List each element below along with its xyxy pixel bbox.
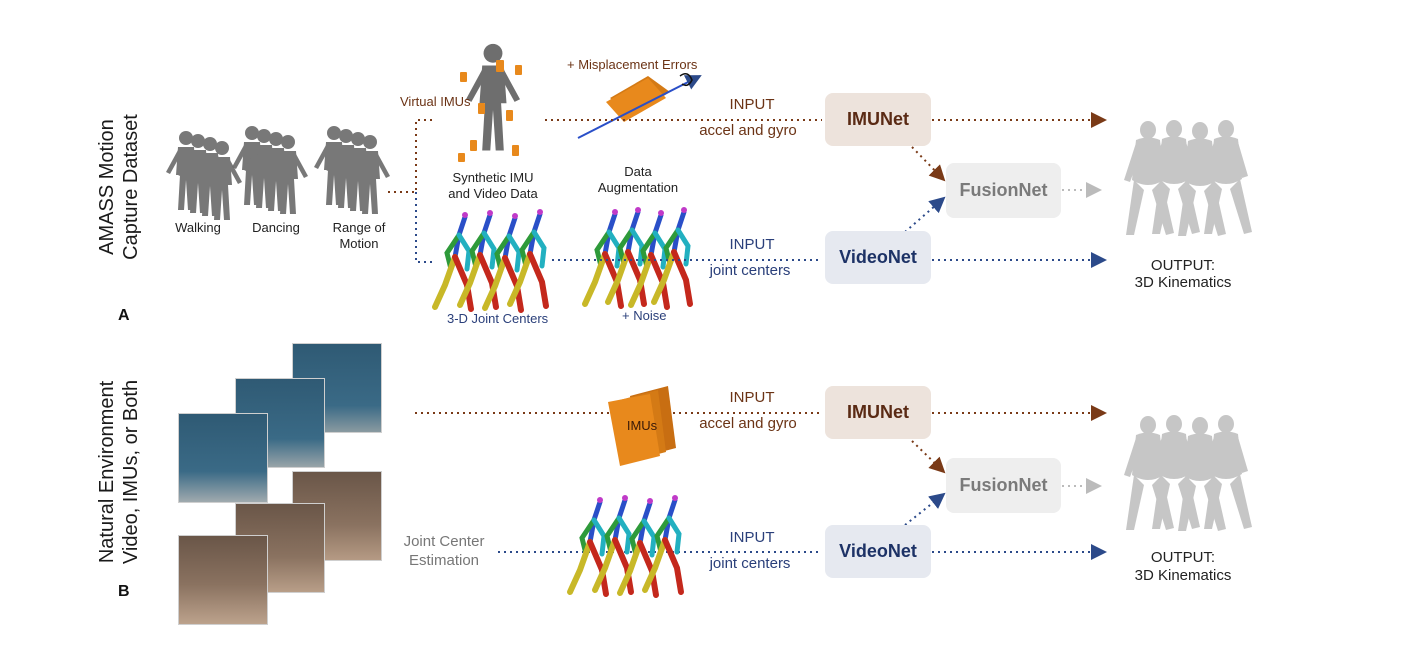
imunet-block-b: IMUNet — [825, 386, 931, 439]
range-of-motion-figures — [314, 126, 390, 214]
synthetic-avatar — [458, 43, 522, 162]
imunet-block-a: IMUNet — [825, 93, 931, 146]
virtual-imu-connector — [388, 119, 432, 193]
imu-sensor-a — [577, 73, 702, 139]
imunet-to-fusion-a — [911, 146, 946, 182]
output-kinematics-meshes-a — [1124, 120, 1252, 236]
imu-input-label-b: INPUT — [729, 389, 775, 406]
imu-input-label-a: INPUT — [729, 96, 775, 113]
video-input-sub-b: joint centers — [709, 555, 791, 572]
virtual-imus-label: Virtual IMUs — [400, 94, 471, 109]
output-kinematics-meshes-b — [1124, 415, 1252, 531]
video-frame-3 — [178, 413, 268, 503]
motion-label-range: Range of Motion — [332, 220, 386, 251]
synthetic-data-label: Synthetic IMU and Video Data — [448, 170, 538, 201]
imus-stack-label: IMUs — [626, 418, 658, 433]
data-augmentation-label: Data Augmentation — [597, 164, 679, 195]
imu-input-sub-a: accel and gyro — [699, 122, 797, 139]
output-label-a-line2: 3D Kinematics — [1134, 274, 1232, 291]
video-input-sub-a: joint centers — [709, 262, 791, 279]
video-frame-6 — [178, 535, 268, 625]
videonet-block-a: VideoNet — [825, 231, 931, 284]
imunet-to-fusion-b — [911, 440, 946, 474]
motion-label-walking: Walking — [175, 220, 221, 235]
panel-a-side-label: AMASS Motion Capture Dataset — [96, 114, 142, 260]
fusionnet-block-b: FusionNet — [946, 458, 1061, 513]
misplacement-errors-label: + Misplacement Errors — [567, 57, 698, 72]
output-label-b-line1: OUTPUT: — [1150, 549, 1216, 566]
videonet-block-b: VideoNet — [825, 525, 931, 578]
joint-centers-skeletons-a — [435, 209, 546, 310]
estimated-skeletons-b — [570, 495, 681, 595]
noise-label: + Noise — [622, 308, 667, 323]
panel-b-letter: B — [118, 583, 130, 600]
panel-b-side-label: Natural Environment Video, IMUs, or Both — [96, 379, 142, 565]
output-label-b-line2: 3D Kinematics — [1134, 567, 1232, 584]
augmented-skeletons-a — [585, 207, 690, 307]
video-input-label-b: INPUT — [729, 529, 775, 546]
imu-stack-b — [608, 386, 676, 466]
imu-input-sub-b: accel and gyro — [699, 415, 797, 432]
joint-center-estimation-label: Joint Center Estimation — [403, 533, 485, 569]
fusionnet-block-a: FusionNet — [946, 163, 1061, 218]
video-input-label-a: INPUT — [729, 236, 775, 253]
videonet-to-fusion-b — [904, 492, 946, 526]
panel-a-letter: A — [118, 307, 130, 324]
motion-label-dancing: Dancing — [252, 220, 300, 235]
joint-centers-3d-label: 3-D Joint Centers — [447, 311, 549, 326]
output-label-a-line1: OUTPUT: — [1150, 257, 1216, 274]
dancing-figures — [232, 126, 308, 214]
walking-figures — [166, 131, 242, 220]
videonet-to-fusion-a — [904, 196, 946, 233]
joint-center-connector — [415, 192, 432, 263]
